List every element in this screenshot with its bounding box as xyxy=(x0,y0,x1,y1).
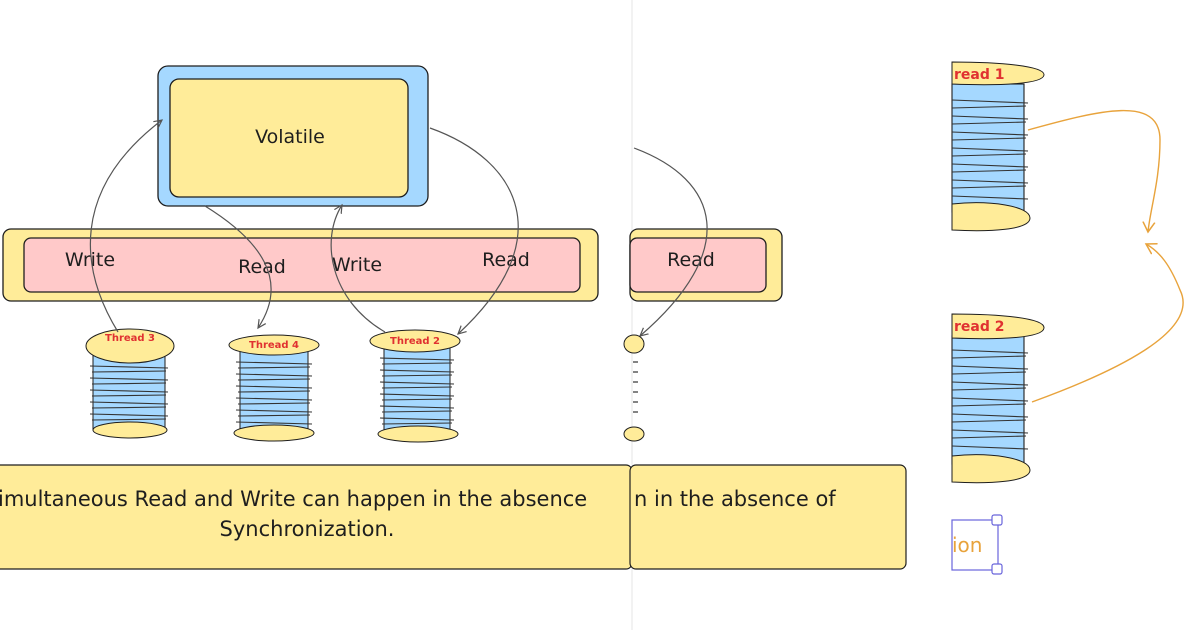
thread-2-label: Thread 2 xyxy=(390,336,440,347)
arrow-thread3-write xyxy=(89,120,162,333)
arrow-read-thread2 xyxy=(429,127,519,334)
arrow-thread2-write xyxy=(330,205,386,333)
op-read-2: Read xyxy=(482,249,530,271)
orange-text-fragment: ion xyxy=(952,533,982,557)
middle-panel: Read n in the absence of xyxy=(623,147,907,570)
spool-thread-1: read 1 xyxy=(951,61,1045,232)
caption-line-1: imultaneous Read and Write can happen in… xyxy=(0,487,587,511)
caption-box: imultaneous Read and Write can happen in… xyxy=(0,464,633,570)
volatile-label: Volatile xyxy=(255,126,325,148)
arrow-read-middle xyxy=(633,147,708,336)
thread-2-label-cut: read 2 xyxy=(954,319,1004,335)
operations-bar: Write Read Write Read xyxy=(2,228,599,302)
caption-overlap: n in the absence of xyxy=(634,487,836,511)
arrow-thread1-to-center xyxy=(1027,109,1161,232)
right-panel: read 1 read 2 xyxy=(951,61,1184,575)
spool-thread-2: Thread 2 xyxy=(369,329,461,443)
op-write-1: Write xyxy=(65,249,115,271)
flow-arrows xyxy=(89,120,519,334)
op-write-2: Write xyxy=(332,254,382,276)
selection-outline xyxy=(951,519,999,571)
selected-text-box[interactable]: ion xyxy=(951,514,1003,575)
resize-handle-top-right[interactable] xyxy=(991,514,1003,526)
spool-thread-2-right: read 2 xyxy=(951,313,1045,484)
volatile-box: Volatile xyxy=(157,65,429,207)
resize-handle-bottom-right[interactable] xyxy=(991,563,1003,575)
thread-1-label-cut: read 1 xyxy=(954,67,1004,83)
thread-3-label: Thread 3 xyxy=(105,333,155,344)
op-read-3: Read xyxy=(667,249,715,271)
orange-arrows xyxy=(1027,109,1184,403)
op-read-1: Read xyxy=(238,256,286,278)
arrow-thread2-to-center xyxy=(1031,244,1184,403)
thread-4-label: Thread 4 xyxy=(249,340,299,351)
arrow-read-thread4 xyxy=(204,205,272,328)
caption-line-2: Synchronization. xyxy=(220,517,395,541)
spool-thread-4: Thread 4 xyxy=(228,334,320,442)
spool-thread-3: Thread 3 xyxy=(85,328,175,439)
